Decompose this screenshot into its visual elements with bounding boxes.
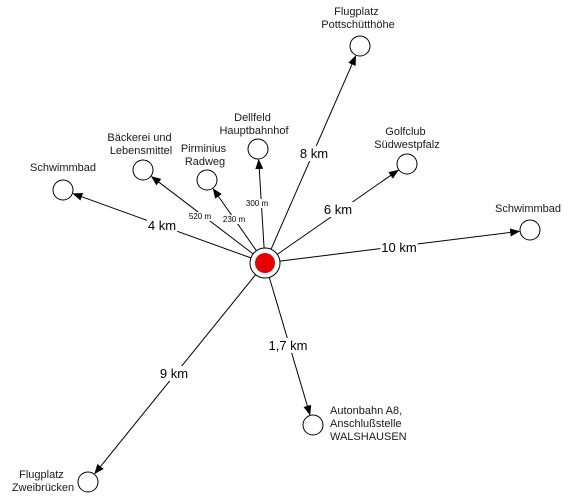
distance-golfclub: 6 km bbox=[324, 202, 352, 217]
node-baeckerei bbox=[132, 159, 154, 181]
flugplatz-pottschuetthoehe-label: Flugplatz Pottschütthöhe bbox=[321, 6, 394, 31]
schwimmbad-west-label: Schwimmbad bbox=[30, 162, 96, 174]
distance-label-bg bbox=[187, 212, 213, 221]
pirminius-label: Pirminius Radweg bbox=[181, 143, 229, 168]
distance-label-bg bbox=[244, 199, 270, 208]
baeckerei-label: Bäckerei und Lebensmittel bbox=[107, 132, 174, 157]
distance-label-bg bbox=[146, 218, 178, 233]
distance-schwimmbad-west: 4 km bbox=[148, 218, 176, 233]
golfclub-label: Golfclub Südwestpfalz bbox=[374, 126, 439, 151]
distance-pirminius: 230 m bbox=[223, 215, 246, 224]
node-golfclub bbox=[396, 153, 418, 175]
schwimmbad-east-label: Schwimmbad bbox=[495, 203, 561, 215]
flugplatz-zweibruecken-label: Flugplatz Zweibrücken bbox=[12, 469, 74, 494]
distance-autobahn: 1,7 km bbox=[268, 338, 307, 353]
node-flugplatz-pottschuetthoehe bbox=[349, 35, 371, 57]
node-schwimmbad-west bbox=[52, 179, 74, 201]
distance-label-bg bbox=[221, 215, 247, 224]
node-pirminius bbox=[196, 169, 218, 191]
node-schwimmbad-east bbox=[519, 219, 541, 241]
distance-dellfeld: 300 m bbox=[246, 199, 269, 208]
node-dellfeld bbox=[247, 138, 269, 160]
node-autobahn bbox=[302, 414, 324, 436]
distance-label-bg bbox=[267, 338, 309, 353]
center-location-marker bbox=[249, 247, 281, 279]
dellfeld-label: Dellfeld Hauptbahnhof bbox=[219, 112, 289, 137]
distance-baeckerei: 520 m bbox=[189, 212, 212, 221]
distance-label-bg bbox=[158, 366, 190, 381]
node-flugplatz-zweibruecken bbox=[77, 471, 99, 493]
autobahn-label: Autonbahn A8, Anschlußstelle WALSHAUSEN bbox=[330, 405, 407, 443]
distance-label-bg bbox=[322, 202, 354, 217]
distance-schwimmbad-east: 10 km bbox=[381, 240, 416, 255]
distance-label-bg bbox=[380, 240, 418, 255]
distance-label-bg bbox=[298, 146, 330, 161]
center-red-dot bbox=[255, 253, 275, 273]
distance-flugplatz-zweibruecken: 9 km bbox=[160, 366, 188, 381]
distance-flugplatz-pottschuetthoehe: 8 km bbox=[300, 146, 328, 161]
